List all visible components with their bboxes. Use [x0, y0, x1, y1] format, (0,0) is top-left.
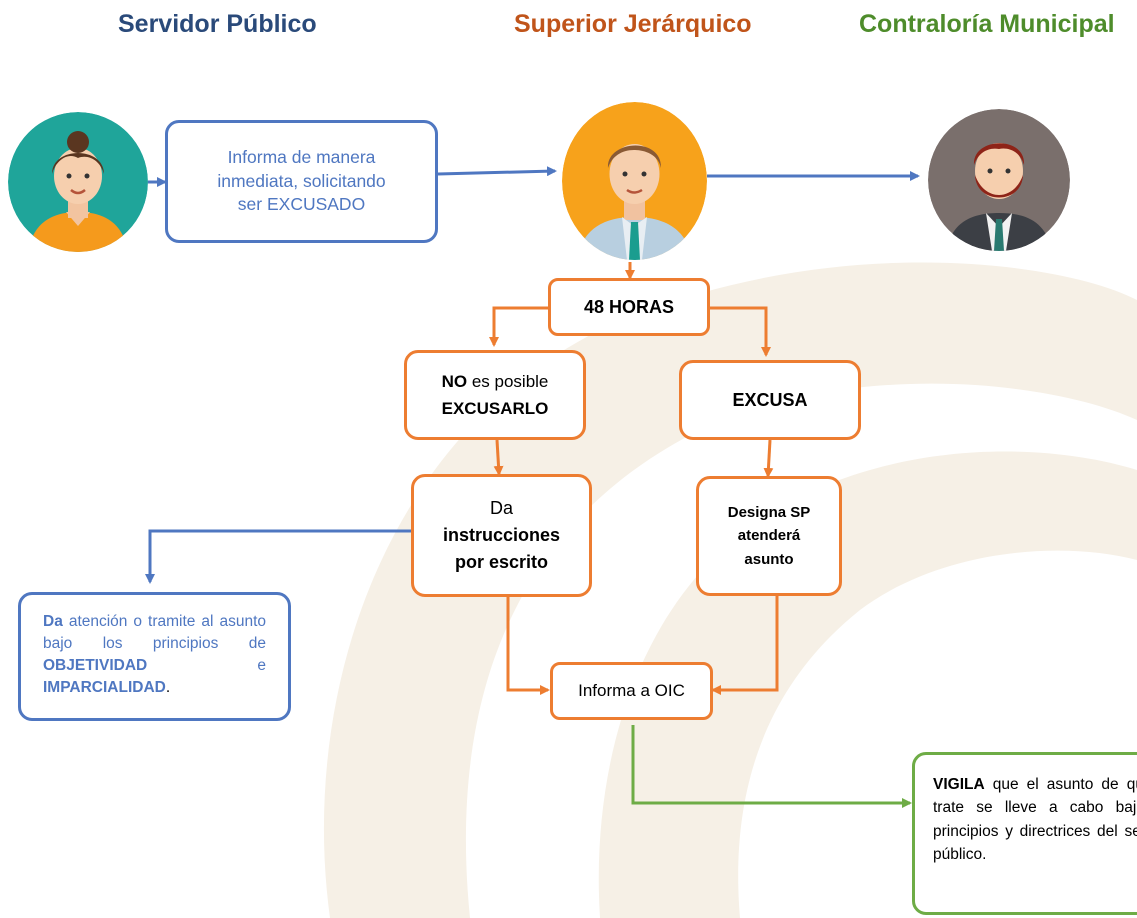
excusa-box: EXCUSA [679, 360, 861, 440]
informa-line-1: Informa de manera [227, 147, 376, 168]
arrow-excusa-to-designa [763, 439, 774, 478]
arrow-instrucciones-to-oic [506, 597, 550, 695]
period-text: . [165, 679, 171, 696]
instrucciones-box: Da instrucciones por escrito [411, 474, 592, 597]
objetividad-label: OBJETIVIDAD [43, 657, 148, 674]
48-horas-box: 48 HORAS [548, 278, 710, 336]
atencion-box: Da atención o tramite al asunto bajo los… [18, 592, 291, 721]
arrow-48h-to-excusa [710, 306, 771, 357]
informa-inmediata-box: Informa de manera inmediata, solicitando… [165, 120, 438, 243]
arrow-48h-to-no [489, 306, 548, 347]
da-label: Da [489, 498, 513, 518]
vigila-text: que el asunto de que se trate se lleve a… [933, 776, 1137, 863]
informa-line-3: ser EXCUSADO [237, 194, 366, 215]
informa-line-2: inmediata, solicitando [217, 170, 386, 191]
es-posible-label: es posible [467, 371, 549, 391]
arrow-designa-to-oic [711, 596, 779, 695]
arrow-oic-to-vigila [631, 725, 912, 808]
no-label: NO [441, 371, 468, 391]
vigila-label: VIGILA [933, 776, 985, 793]
imparcialidad-label: IMPARCIALIDAD [43, 679, 166, 696]
designa-line-1: Designa SP [727, 504, 811, 522]
designa-box: Designa SP atenderá asunto [696, 476, 842, 596]
por-escrito-label: por escrito [454, 552, 548, 572]
da-bold-label: Da [43, 613, 63, 630]
e-text: e [147, 657, 266, 674]
header-servidor-publico: Servidor Público [118, 10, 317, 38]
excusarlo-label: EXCUSARLO [441, 399, 549, 418]
bearded-man-avatar-icon [928, 109, 1070, 251]
header-superior-jerarquico: Superior Jerárquico [514, 10, 752, 38]
arrow-box-to-superior [437, 166, 557, 177]
vigila-box: VIGILA que el asunto de que se trate se … [912, 752, 1137, 915]
excusa-label: EXCUSA [732, 389, 808, 410]
instrucciones-label: instrucciones [442, 525, 561, 545]
48-horas-label: 48 HORAS [583, 296, 675, 317]
designa-line-3: asunto [744, 550, 794, 568]
arrow-no-to-instrucciones [493, 439, 504, 476]
informa-oic-box: Informa a OIC [550, 662, 713, 720]
designa-line-2: atenderá [737, 527, 801, 545]
woman-avatar-icon [8, 112, 148, 252]
atencion-text: atención o tramite al asunto bajo los pr… [43, 613, 266, 652]
man-avatar-icon [562, 102, 707, 260]
no-posible-box: NO es posible EXCUSARLO [404, 350, 586, 440]
header-contraloria-municipal: Contraloría Municipal [859, 10, 1115, 38]
arrow-instrucciones-to-atencion [145, 529, 411, 584]
informa-oic-label: Informa a OIC [578, 680, 685, 700]
